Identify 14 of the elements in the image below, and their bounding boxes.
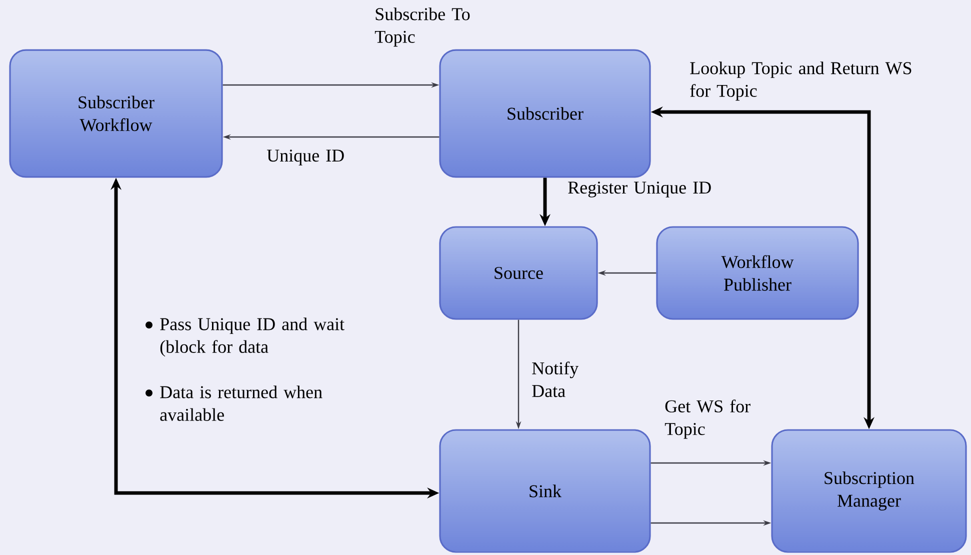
bullet-note: Data is returned when available <box>146 386 322 421</box>
process-box: Sink <box>439 429 651 553</box>
edge-label: Register Unique ID <box>568 182 711 198</box>
process-box: Subscriber Workflow <box>9 49 223 178</box>
edge-label: Notify Data <box>532 362 579 398</box>
edge-label: Subscribe To Topic <box>374 8 470 47</box>
process-box: Workflow Publisher <box>656 226 859 320</box>
bullet-note: Pass Unique ID and wait (block for data <box>146 318 344 357</box>
edge-label: Unique ID <box>266 150 344 166</box>
edge-label: Lookup Topic and Return WS for Topic <box>690 62 912 101</box>
edge-label: Get WS for Topic <box>664 400 750 439</box>
process-box: Subscriber <box>439 49 651 178</box>
process-box: Source <box>439 226 598 320</box>
process-box: Subscription Manager <box>771 429 967 553</box>
